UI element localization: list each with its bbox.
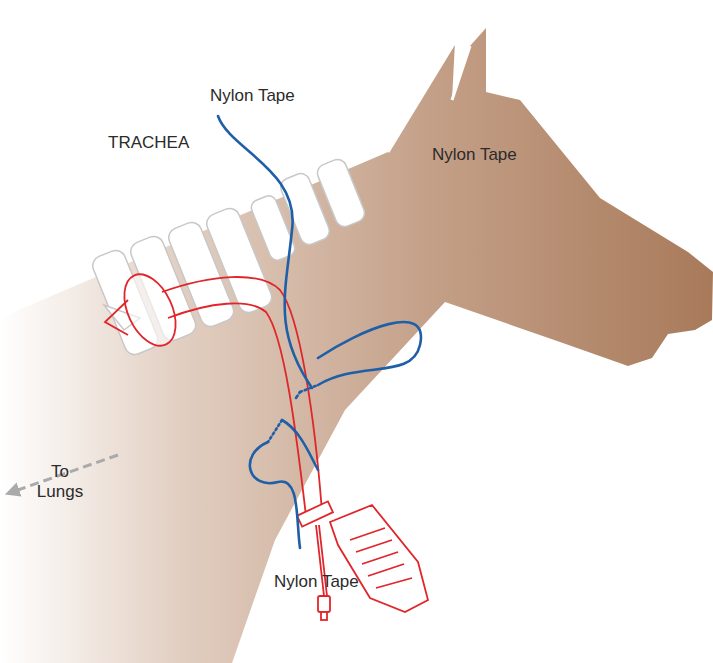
part-label: Nylon Tape: [432, 145, 517, 165]
tracheostomy-tube: [105, 266, 428, 620]
ear-edge: [388, 42, 455, 152]
ear-edge: [452, 46, 470, 100]
direction-label: To Lungs: [30, 462, 90, 503]
organ-label: TRACHEA: [108, 133, 189, 153]
horse-silhouette: [0, 28, 713, 663]
part-label: Nylon Tape: [210, 86, 295, 106]
part-label: Nylon Tape: [274, 572, 359, 592]
trachea-rings: [90, 157, 368, 358]
nylon-tapes: [218, 116, 421, 548]
